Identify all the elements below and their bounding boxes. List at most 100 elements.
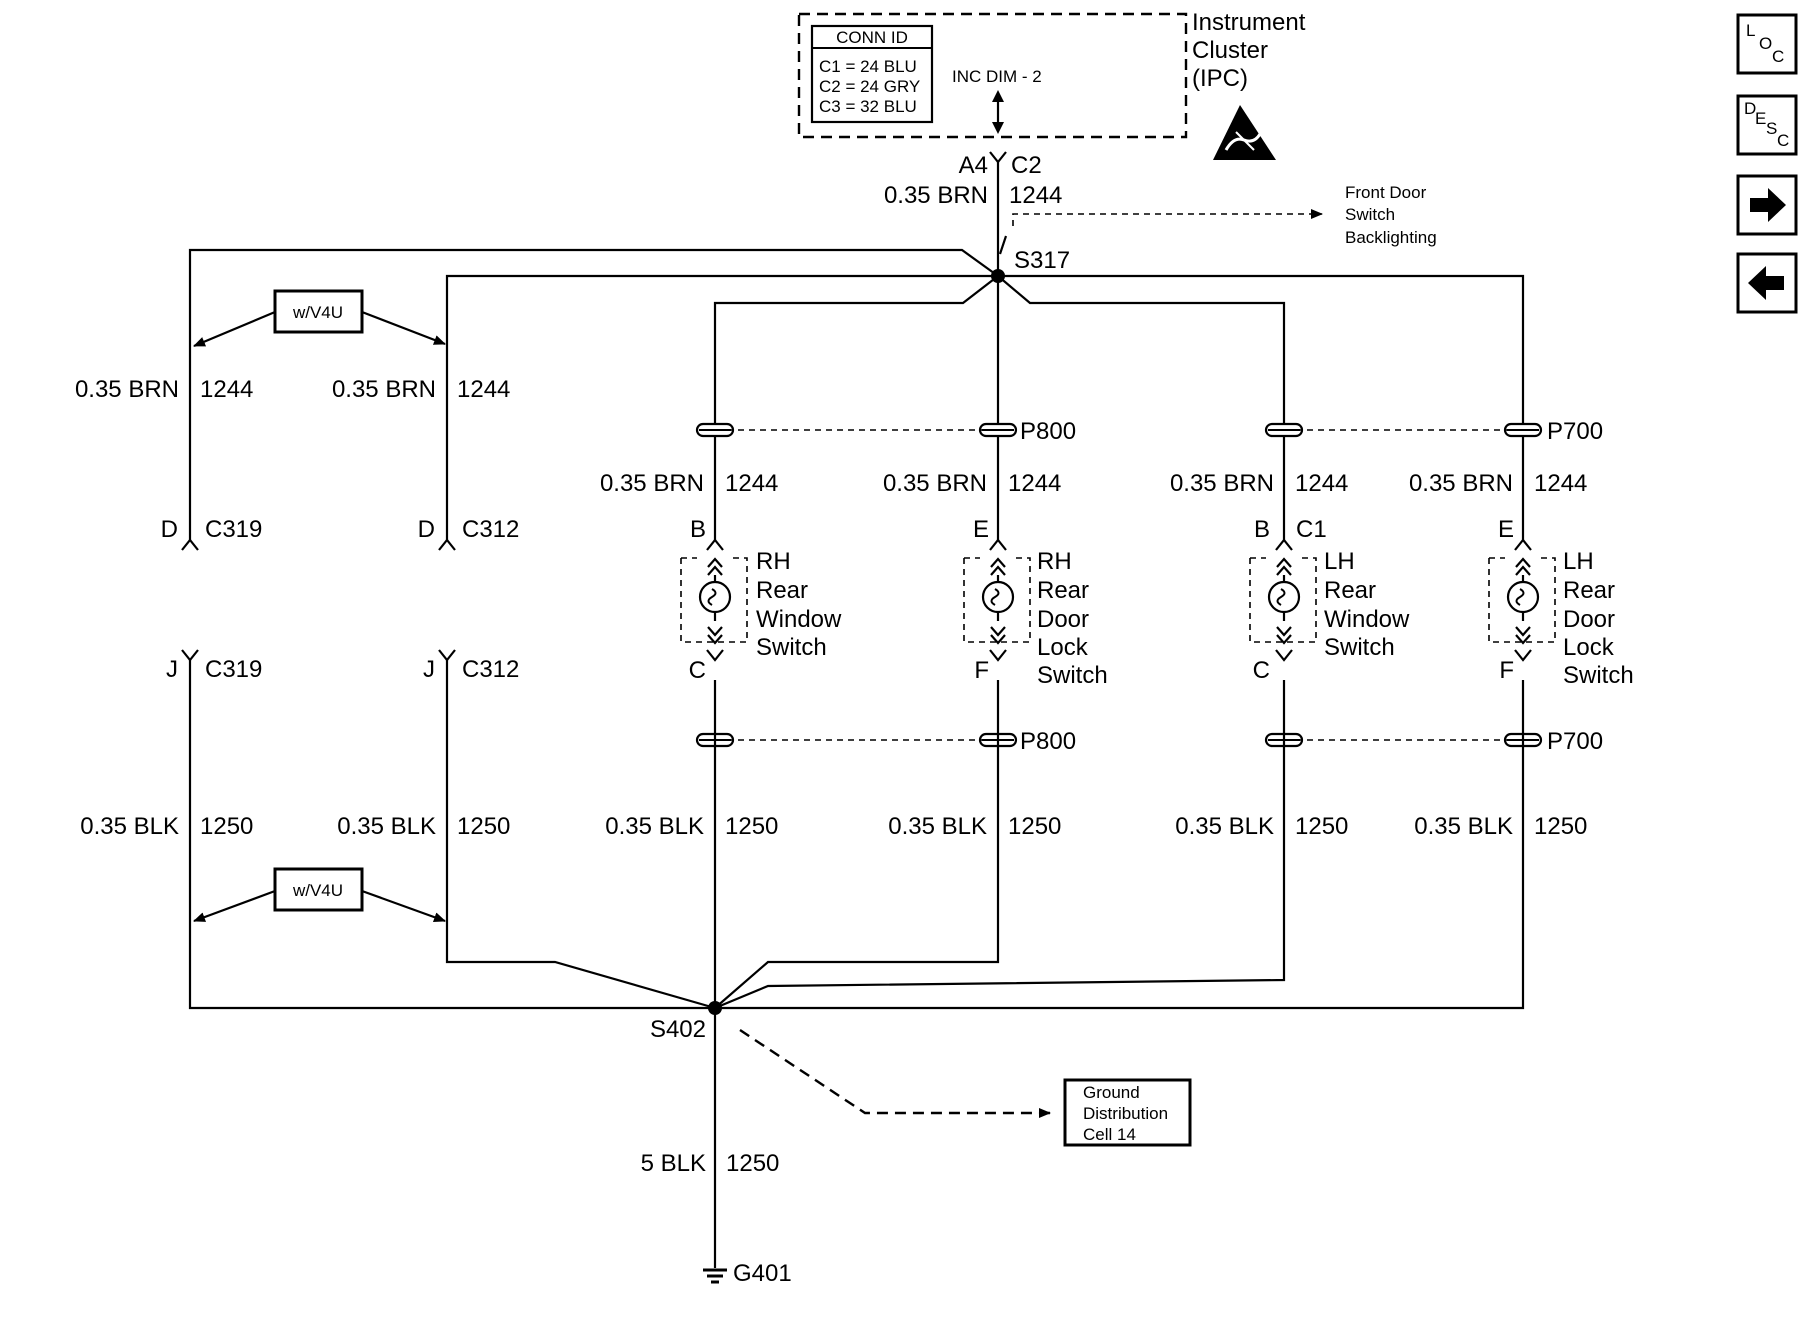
front-door-line2: Switch xyxy=(1345,205,1395,224)
sw1-name-line1: Rear xyxy=(756,577,808,604)
sw2-name-line3: Lock xyxy=(1037,634,1089,661)
sw2-pin-bottom: F xyxy=(974,657,989,684)
lamp-icon xyxy=(698,580,732,614)
arrow-left-icon xyxy=(1748,266,1784,300)
brn-gauge-6: 0.35 BRN xyxy=(1409,470,1513,497)
svg-text:O: O xyxy=(1759,34,1772,53)
sw2-side: RH xyxy=(1037,548,1072,575)
c312-top-pin: D xyxy=(418,516,435,543)
svg-text:w/V4U: w/V4U xyxy=(292,881,343,900)
top-wire-circuit: 1244 xyxy=(1009,182,1062,209)
brn-gauge-2: 0.35 BRN xyxy=(332,376,436,403)
brn-circuit-2: 1244 xyxy=(457,376,510,403)
splice-s317-label: S317 xyxy=(1014,247,1070,274)
ipc-pin-a4: A4 xyxy=(959,152,988,179)
blk-circuit-6: 1250 xyxy=(1534,813,1587,840)
ipc-title-line2: Cluster xyxy=(1192,37,1268,64)
brn-circuit-6: 1244 xyxy=(1534,470,1587,497)
sw4-name-line2: Door xyxy=(1563,606,1615,633)
front-door-line1: Front Door xyxy=(1345,183,1427,202)
sw1-name-line3: Switch xyxy=(756,634,827,661)
lamp-icon xyxy=(1267,580,1301,614)
c312-top-name: C312 xyxy=(462,516,519,543)
ground-point-label: G401 xyxy=(733,1260,792,1287)
switch-symbol-1 xyxy=(680,422,748,748)
sw3-name-line2: Window xyxy=(1324,606,1410,633)
prev-button[interactable] xyxy=(1736,252,1798,314)
ground-dist-line3: Cell 14 xyxy=(1083,1125,1136,1144)
sw4-pin-top: E xyxy=(1498,516,1514,543)
svg-text:E: E xyxy=(1755,109,1766,128)
blk-circuit-4: 1250 xyxy=(1008,813,1061,840)
brn-gauge-5: 0.35 BRN xyxy=(1170,470,1274,497)
sw2-name-line4: Switch xyxy=(1037,662,1108,689)
brn-gauge-4: 0.35 BRN xyxy=(883,470,987,497)
conn-id-c3: C3 = 32 BLU xyxy=(819,97,917,116)
c319-top-name: C319 xyxy=(205,516,262,543)
conn-id-c1: C1 = 24 BLU xyxy=(819,57,917,76)
sw3-pin-top: B xyxy=(1254,516,1270,543)
blk-circuit-3: 1250 xyxy=(725,813,778,840)
c319-top-pin: D xyxy=(161,516,178,543)
arrow-down-icon xyxy=(992,122,1004,134)
p700-bottom-label: P700 xyxy=(1547,728,1603,755)
sw4-side: LH xyxy=(1563,548,1594,575)
sw1-pin-bottom: C xyxy=(689,657,706,684)
inline-connector-icon xyxy=(978,422,1018,438)
sw1-name-line2: Window xyxy=(756,606,842,633)
ground-wire-gauge: 5 BLK xyxy=(641,1150,706,1177)
blk-gauge-4: 0.35 BLK xyxy=(888,813,987,840)
brn-gauge-3: 0.35 BRN xyxy=(600,470,704,497)
ipc-title-line1: Instrument xyxy=(1192,9,1306,36)
conn-id-title: CONN ID xyxy=(836,28,908,47)
front-door-line3: Backlighting xyxy=(1345,228,1437,247)
brn-circuit-3: 1244 xyxy=(725,470,778,497)
blk-gauge-3: 0.35 BLK xyxy=(605,813,704,840)
ground-wire-circuit: 1250 xyxy=(726,1150,779,1177)
brn-circuit-5: 1244 xyxy=(1295,470,1348,497)
lamp-icon xyxy=(1506,580,1540,614)
splice-s402-label: S402 xyxy=(650,1016,706,1043)
sw1-pin-top: B xyxy=(690,516,706,543)
switch-group xyxy=(680,422,1556,748)
blk-circuit-2: 1250 xyxy=(457,813,510,840)
c312-bottom-pin: J xyxy=(423,656,435,683)
arrow-right-icon xyxy=(1750,188,1786,222)
ground-dist-line2: Distribution xyxy=(1083,1104,1168,1123)
p800-top-label: P800 xyxy=(1020,418,1076,445)
p700-top-label: P700 xyxy=(1547,418,1603,445)
p800-bottom-label: P800 xyxy=(1020,728,1076,755)
esd-warning-icon xyxy=(1213,105,1276,160)
svg-text:C: C xyxy=(1777,131,1789,150)
switch-symbol-3 xyxy=(1249,422,1317,748)
svg-text:D: D xyxy=(1744,99,1756,118)
ipc-title-line3: (IPC) xyxy=(1192,65,1248,92)
c312-bottom-name: C312 xyxy=(462,656,519,683)
svg-text:C: C xyxy=(1772,47,1784,66)
blk-circuit-1: 1250 xyxy=(200,813,253,840)
switch-symbol-4 xyxy=(1488,422,1556,748)
sw2-pin-top: E xyxy=(973,516,989,543)
desc-button[interactable]: D E S C xyxy=(1736,94,1798,156)
blk-gauge-6: 0.35 BLK xyxy=(1414,813,1513,840)
sw3-pin-bottom: C xyxy=(1253,657,1270,684)
inline-connector-icon xyxy=(1503,422,1543,438)
option-w-v4u-top: w/V4U xyxy=(193,289,446,348)
svg-text:L: L xyxy=(1746,21,1755,40)
next-button[interactable] xyxy=(1736,174,1798,236)
sw4-pin-bottom: F xyxy=(1499,657,1514,684)
blk-circuit-5: 1250 xyxy=(1295,813,1348,840)
ground-icon xyxy=(703,1268,727,1284)
conn-id-c2: C2 = 24 GRY xyxy=(819,77,920,96)
option-w-v4u-bottom: w/V4U xyxy=(193,867,446,923)
c319-bottom-pin: J xyxy=(166,656,178,683)
sw3-name-line3: Switch xyxy=(1324,634,1395,661)
svg-text:w/V4U: w/V4U xyxy=(292,303,343,322)
brn-circuit-1: 1244 xyxy=(200,376,253,403)
sw3-name-line1: Rear xyxy=(1324,577,1376,604)
sw3-side: LH xyxy=(1324,548,1355,575)
sw2-name-line1: Rear xyxy=(1037,577,1089,604)
loc-button[interactable]: L O C xyxy=(1736,13,1798,75)
lamp-icon xyxy=(981,580,1015,614)
blk-gauge-2: 0.35 BLK xyxy=(337,813,436,840)
